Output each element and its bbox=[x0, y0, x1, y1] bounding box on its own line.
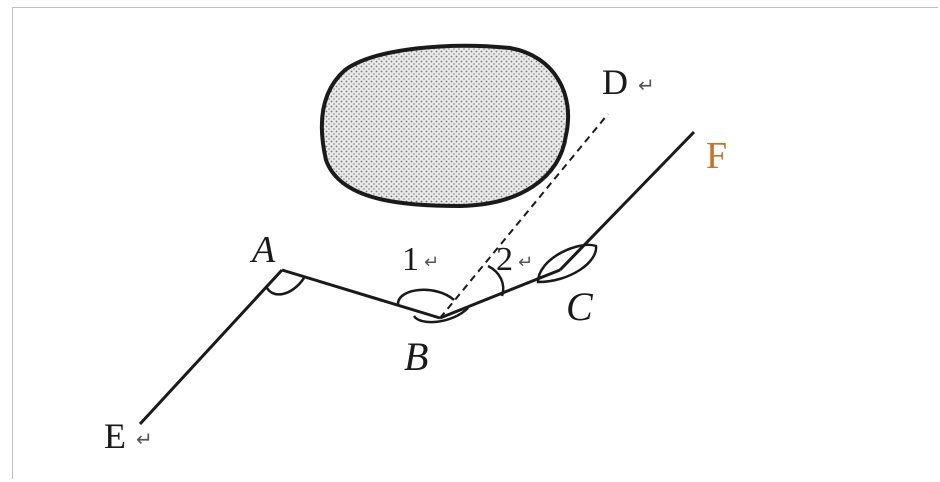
angle-arc-A bbox=[264, 277, 306, 296]
label-F: F bbox=[706, 135, 727, 177]
road-B-C bbox=[439, 268, 561, 320]
angle-arc-1 bbox=[396, 288, 455, 305]
angle-arc-2 bbox=[487, 264, 505, 297]
label-B: B bbox=[404, 334, 428, 379]
angle-arc-B-lower bbox=[412, 307, 469, 324]
label-C: C bbox=[566, 284, 594, 329]
paragraph-mark-angle-2: ↵ bbox=[518, 252, 533, 273]
label-angle-2: 2 bbox=[496, 241, 513, 278]
label-A: A bbox=[249, 229, 276, 271]
dashed-line-B-D bbox=[439, 113, 609, 319]
paragraph-mark-D: ↵ bbox=[638, 73, 655, 97]
canvas-frame bbox=[12, 7, 938, 479]
road-A-B bbox=[281, 268, 441, 320]
label-E: E bbox=[104, 416, 126, 456]
angle-arc-C bbox=[536, 243, 598, 284]
obstacle-region bbox=[319, 43, 571, 209]
label-D: D bbox=[602, 62, 628, 102]
road-E-A bbox=[138, 268, 284, 426]
label-angle-1: 1 bbox=[402, 241, 419, 278]
paragraph-mark-E: ↵ bbox=[136, 427, 153, 451]
paragraph-mark-angle-1: ↵ bbox=[424, 252, 439, 273]
road-C-F bbox=[558, 130, 696, 272]
